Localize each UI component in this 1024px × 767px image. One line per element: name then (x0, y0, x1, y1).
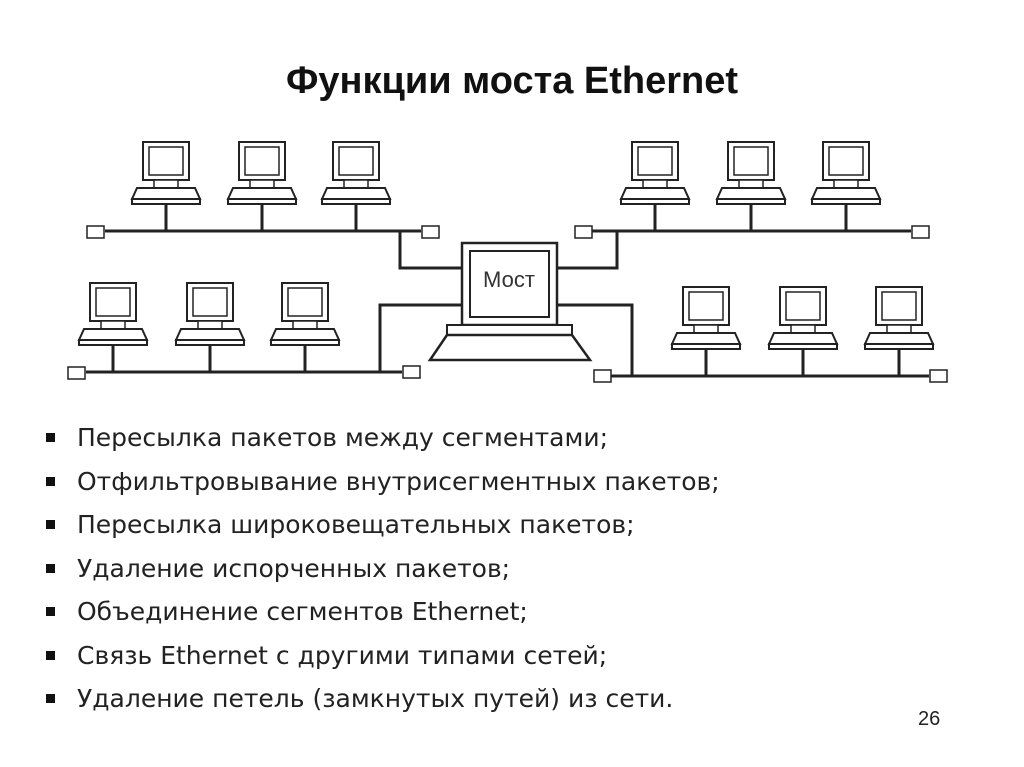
list-item: Отфильтровывание внутрисегментных пакето… (46, 460, 720, 504)
segment-top-right (574, 141, 930, 239)
segment-top-left (86, 141, 440, 239)
terminator (402, 365, 421, 379)
bridge-links (378, 231, 634, 376)
list-item-text: Отфильтровывание внутрисегментных пакето… (77, 466, 720, 496)
terminator (86, 225, 105, 239)
list-item-text: Пересылка широковещательных пакетов; (77, 510, 635, 540)
list-item: Удаление петель (замкнутых путей) из сет… (46, 677, 720, 721)
list-item: Удаление испорченных пакетов; (46, 547, 720, 591)
network-diagram: Мост (67, 141, 948, 383)
functions-list: Пересылка пакетов между сегментами; Отфи… (46, 416, 720, 721)
computer (321, 141, 391, 231)
list-item-text: Удаление петель (замкнутых путей) из сет… (77, 684, 674, 714)
list-item-text: Удаление испорченных пакетов; (77, 553, 511, 583)
list-item: Пересылка широковещательных пакетов; (46, 503, 720, 547)
list-item: Пересылка пакетов между сегментами; (46, 416, 720, 460)
computer (716, 141, 786, 231)
link-bottom-left (378, 303, 462, 372)
segment-bottom-left (67, 282, 421, 380)
bullet-square-icon (46, 650, 55, 660)
terminator (593, 369, 612, 383)
computer (811, 141, 881, 231)
bullet-square-icon (46, 520, 55, 530)
computer (768, 286, 838, 376)
bullet-square-icon (46, 607, 55, 617)
list-item-text: Пересылка пакетов между сегментами; (77, 423, 608, 453)
link-top-right (557, 231, 619, 270)
computer (227, 141, 297, 231)
list-item-text: Связь Ethernet с другими типами сетей; (77, 640, 608, 670)
slide-title: Функции моста Ethernet (285, 60, 739, 102)
link-top-left (398, 231, 462, 270)
bridge-device: Мост (427, 241, 593, 362)
list-item-text: Объединение сегментов Ethernet; (77, 597, 528, 627)
computer (270, 282, 340, 372)
terminator (929, 369, 948, 383)
segment-bottom-right (593, 286, 948, 383)
terminator (574, 225, 593, 239)
link-bottom-right (557, 303, 634, 376)
computer (620, 141, 690, 231)
bullet-square-icon (46, 433, 55, 443)
computer (78, 282, 148, 372)
page-number: 26 (918, 708, 941, 730)
terminator (67, 366, 86, 380)
list-item: Связь Ethernet с другими типами сетей; (46, 634, 720, 678)
computer (131, 141, 201, 231)
list-item: Объединение сегментов Ethernet; (46, 590, 720, 634)
computer (671, 286, 741, 376)
bullet-square-icon (46, 694, 55, 704)
bullet-square-icon (46, 563, 55, 573)
bullet-square-icon (46, 476, 55, 486)
bridge-label: Мост (483, 267, 535, 292)
computer (864, 286, 934, 376)
terminator (911, 225, 930, 239)
terminator (421, 225, 440, 239)
computer (175, 282, 245, 372)
